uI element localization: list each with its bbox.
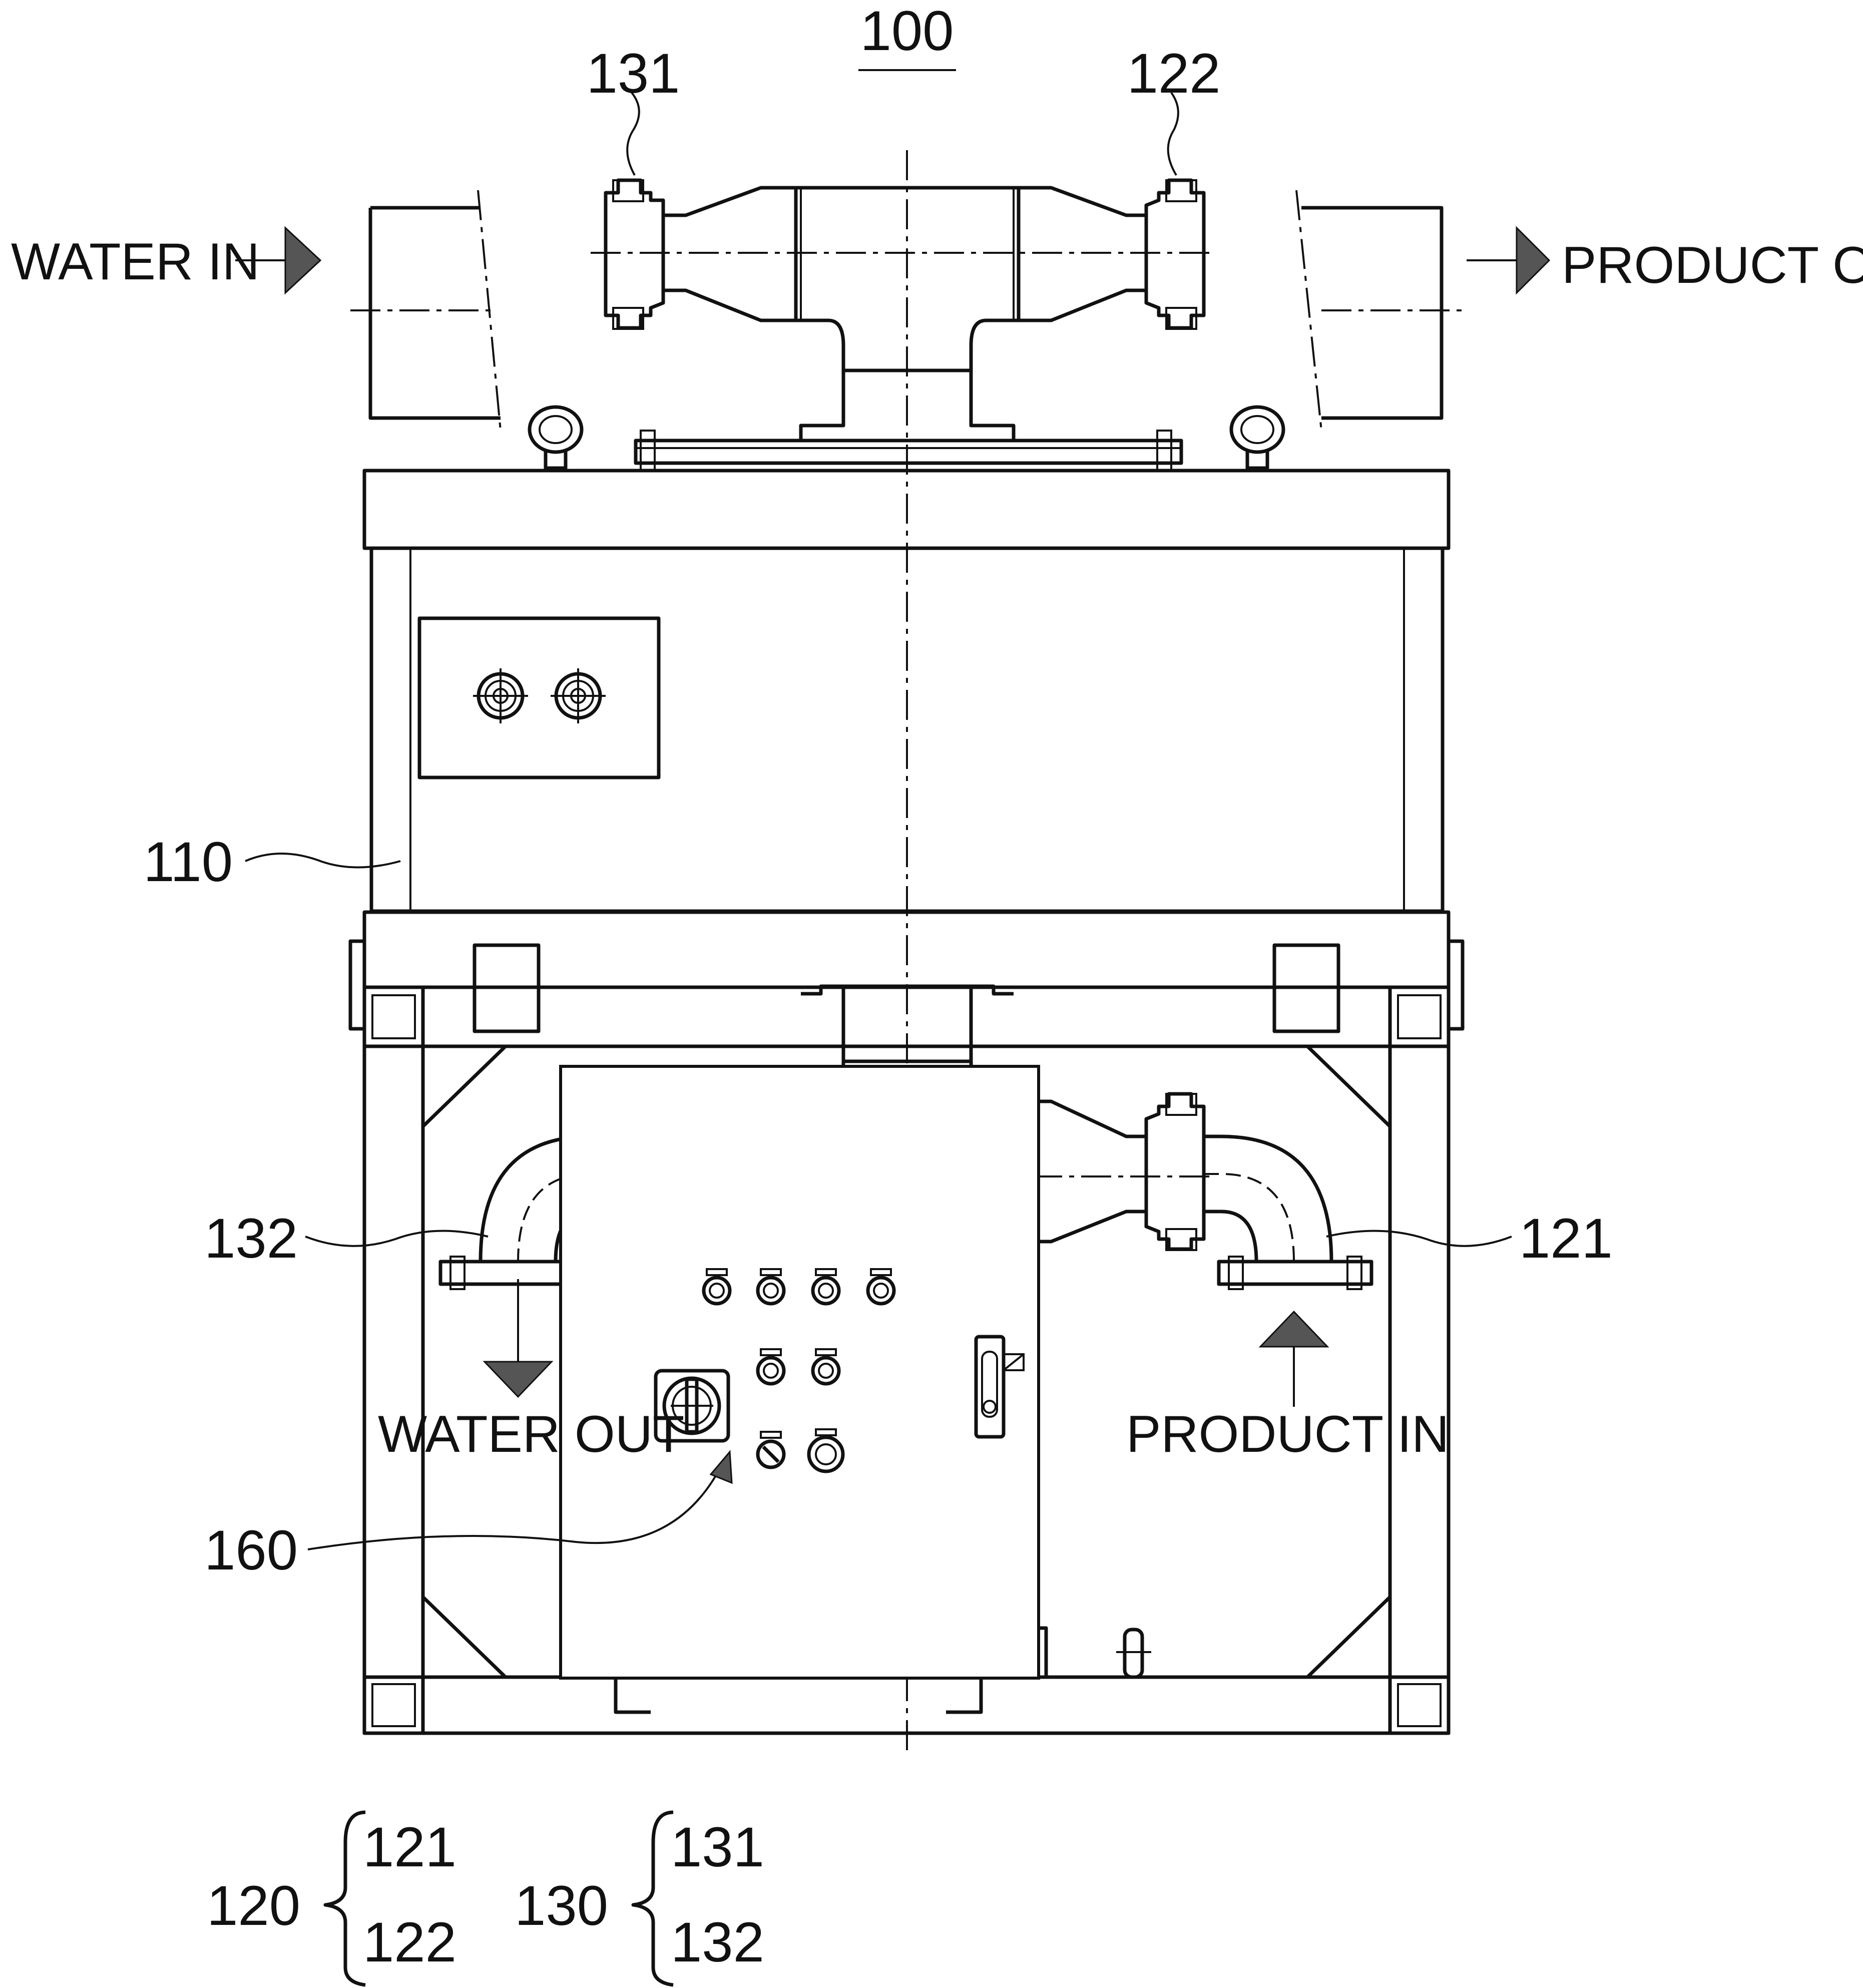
control-panel [559, 1065, 1151, 1714]
leader-121 [1326, 1230, 1512, 1247]
legend-120-label: 120 [207, 1874, 300, 1937]
legend-120-item-2: 122 [363, 1911, 456, 1973]
selector-switch [756, 1431, 786, 1469]
leader-122 [1167, 92, 1179, 176]
leader-110 [245, 853, 401, 869]
drain-fitting [1116, 1628, 1151, 1679]
product-out-duct [1295, 190, 1462, 431]
legend-130-label: 130 [515, 1874, 608, 1937]
connector-right [551, 668, 606, 723]
main-disconnect-switch [654, 1369, 730, 1443]
leader-131 [626, 92, 640, 176]
lifting-eye-right [1229, 405, 1285, 470]
product-in-arrow [1258, 1310, 1329, 1407]
door-handle [974, 1335, 1025, 1439]
legend-130-item-1: 131 [671, 1816, 764, 1878]
water-in-label: WATER IN [11, 233, 260, 291]
lamp-row-1 [702, 1268, 896, 1306]
water-in-arrow [235, 226, 322, 295]
leader-132 [305, 1230, 489, 1247]
top-pipe-assembly [591, 178, 1216, 472]
product-out-label: PRODUCT OUT [1562, 236, 1863, 294]
ref-160: 160 [204, 1519, 298, 1581]
ref-132: 132 [204, 1207, 298, 1270]
connector-left [473, 668, 528, 723]
product-in-label: PRODUCT IN [1126, 1405, 1449, 1463]
product-out-arrow [1467, 226, 1551, 295]
legend-130-item-2: 132 [671, 1911, 764, 1973]
ref-100: 100 [860, 0, 954, 62]
ref-122: 122 [1127, 42, 1221, 105]
lifting-eye-left [528, 405, 584, 470]
water-out-label: WATER OUT [378, 1405, 684, 1463]
brace-120 [323, 1810, 366, 1987]
brace-130 [631, 1810, 674, 1987]
water-out-arrow [483, 1279, 554, 1398]
ref-131: 131 [587, 42, 680, 105]
leader-160 [307, 1466, 722, 1550]
ref-110: 110 [143, 831, 233, 893]
push-button [807, 1428, 845, 1473]
lamp-row-2 [756, 1348, 841, 1386]
ref-121: 121 [1519, 1207, 1613, 1270]
water-in-duct [350, 190, 502, 431]
legend-120-item-1: 121 [363, 1816, 456, 1878]
leader-160-arrowhead [709, 1450, 733, 1484]
